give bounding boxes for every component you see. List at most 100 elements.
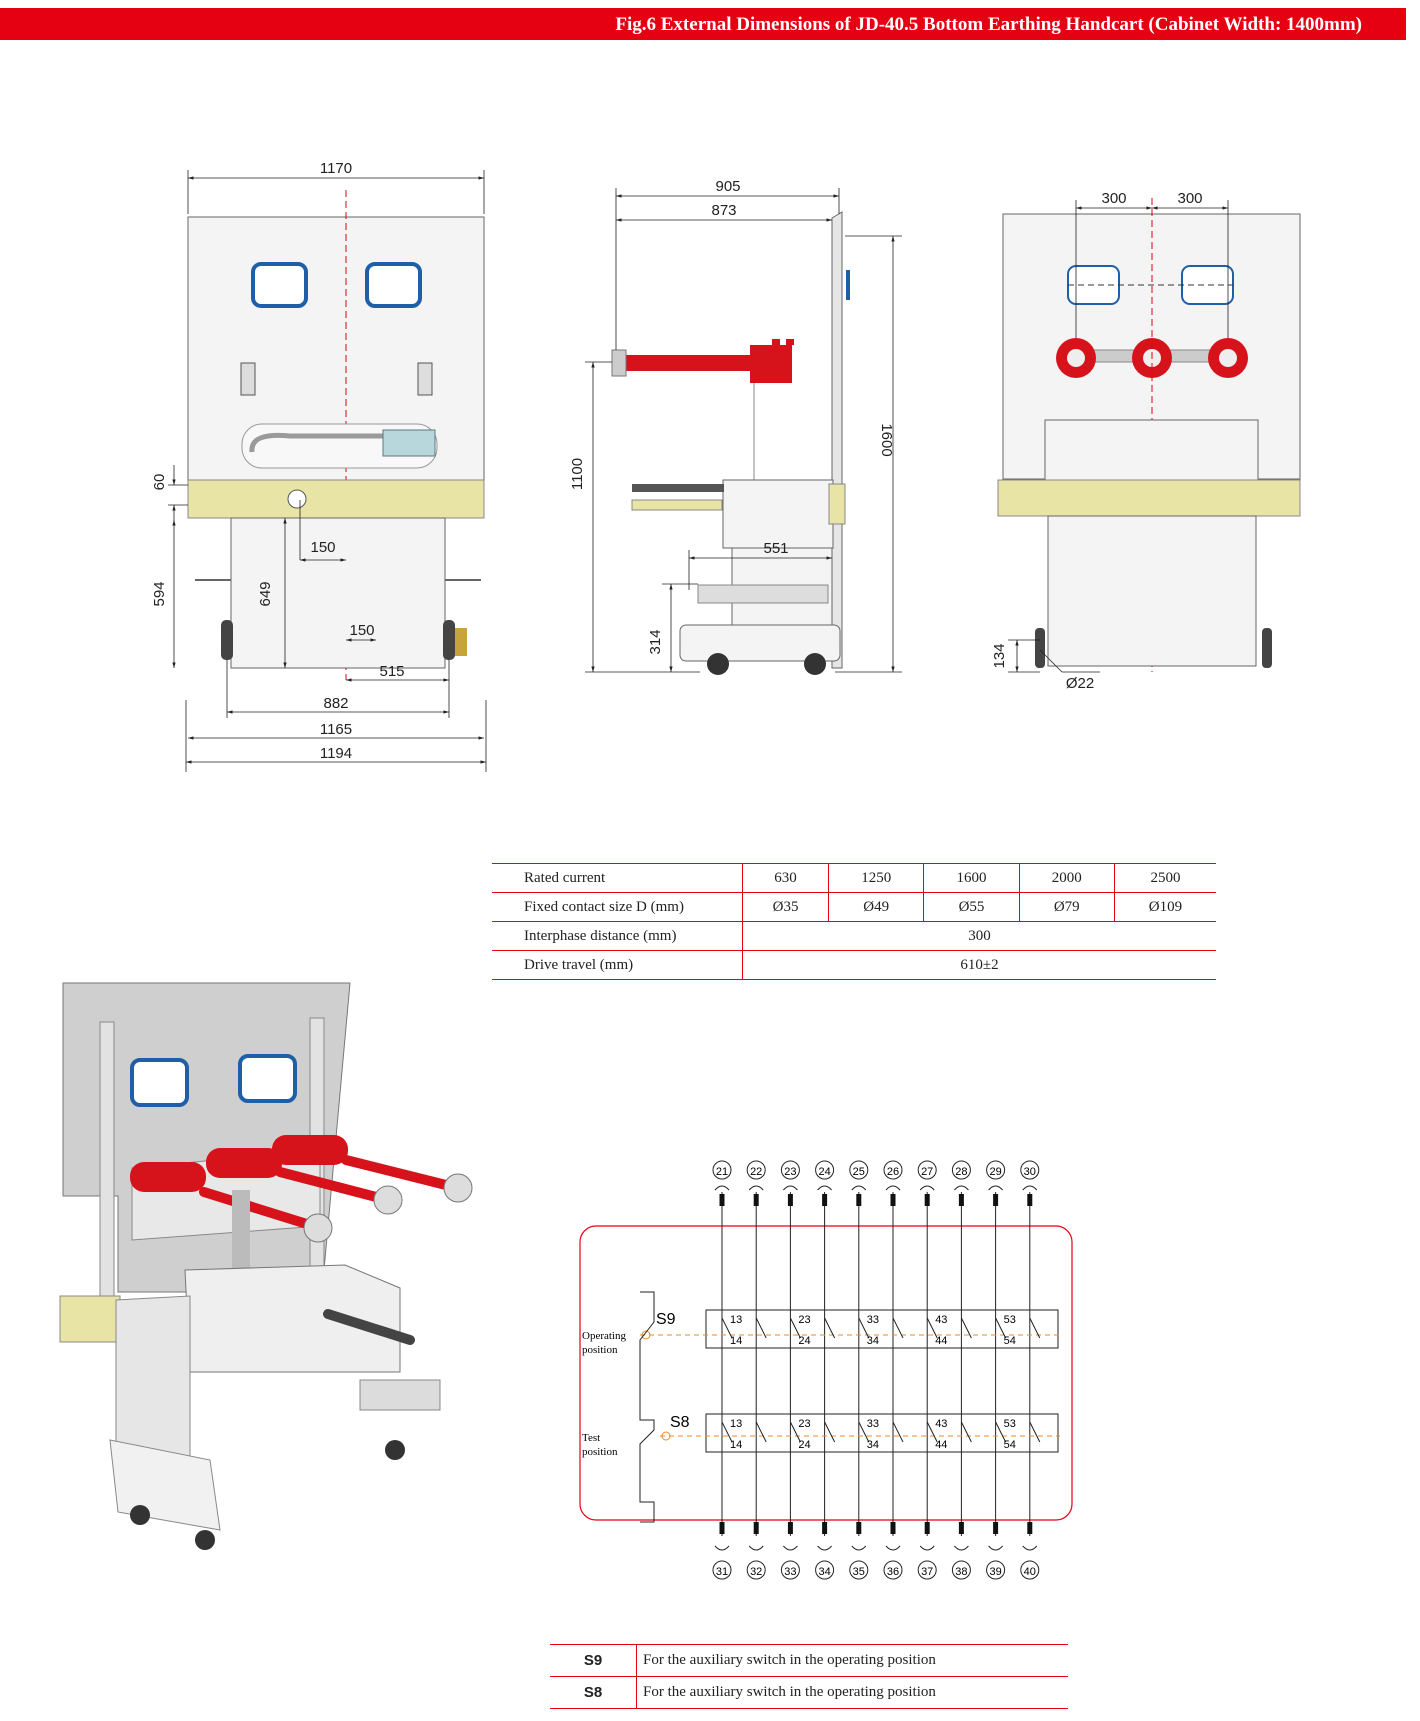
s8-pin-upper: 33 <box>867 1418 879 1430</box>
bottom-terminal <box>849 1560 869 1580</box>
s8-pin-upper: 53 <box>1004 1418 1016 1430</box>
s8-contact <box>995 1421 1007 1443</box>
spec-cell: Ø79 <box>1018 892 1115 922</box>
legend-row-s9: S9 For the auxiliary switch in the opera… <box>550 1644 1068 1677</box>
s8-contact <box>858 1421 870 1443</box>
spec-label: Fixed contact size D (mm) <box>492 892 743 922</box>
handle-left <box>240 362 256 396</box>
s9-pin-lower: 34 <box>867 1335 879 1347</box>
spec-cell: 1600 <box>923 863 1020 893</box>
s9-label: S9 <box>656 1311 676 1328</box>
s9-contact <box>926 1317 938 1339</box>
iso-window-right <box>238 1054 297 1103</box>
rear-view: 300 300 134 Ø22 <box>991 190 1301 692</box>
terminal-plug <box>924 1522 930 1534</box>
s8-pin-lower: 14 <box>730 1439 742 1451</box>
lower-frame <box>230 517 446 669</box>
top-terminal <box>917 1160 937 1180</box>
bottom-terminal <box>712 1560 732 1580</box>
dim-1100: 1100 <box>569 458 586 490</box>
s9-pin-upper: 33 <box>867 1314 879 1326</box>
bottom-terminal-label: 37 <box>921 1566 933 1578</box>
terminal-plug <box>787 1522 793 1534</box>
s9-pin-lower: 24 <box>798 1335 810 1347</box>
dim-300-right: 300 <box>1177 190 1202 207</box>
side-rail <box>631 499 723 511</box>
side-window-edge <box>846 270 850 300</box>
terminal-plug <box>856 1522 862 1534</box>
iso-tulip-b <box>373 1185 403 1215</box>
s9-pin-lower: 44 <box>935 1335 947 1347</box>
s8-pin-upper: 43 <box>935 1418 947 1430</box>
terminal-plug <box>856 1194 862 1206</box>
side-rail-lower <box>697 584 829 604</box>
top-terminal <box>712 1160 732 1180</box>
iso-arm-b <box>275 1167 385 1203</box>
dim-rail-height: 60 <box>151 474 168 491</box>
top-terminal-label: 27 <box>921 1166 933 1178</box>
s8-block <box>705 1413 1059 1453</box>
dim-1165: 1165 <box>320 721 352 738</box>
specs-row-drive-travel: Drive travel (mm) 610±2 <box>492 950 1216 980</box>
s9-contact <box>755 1317 767 1339</box>
rear-mechanism <box>1044 419 1259 481</box>
s8-contact <box>926 1421 938 1443</box>
dim-134: 134 <box>991 643 1008 668</box>
top-terminal <box>815 1160 835 1180</box>
s8-contact <box>1029 1421 1041 1443</box>
legend-row-s8: S8 For the auxiliary switch in the opera… <box>550 1676 1068 1709</box>
side-spring <box>632 484 724 492</box>
s9-contact <box>892 1317 904 1339</box>
dim-873: 873 <box>711 202 736 219</box>
bottom-terminal-label: 34 <box>818 1566 830 1578</box>
iso-insulator-b <box>206 1148 282 1178</box>
bottom-terminal <box>951 1560 971 1580</box>
spec-cell: Ø55 <box>923 892 1020 922</box>
bottom-terminal-label: 31 <box>716 1566 728 1578</box>
terminal-plug <box>822 1194 828 1206</box>
side-lock <box>828 483 846 525</box>
terminal-plug <box>787 1194 793 1206</box>
rear-wheel-left <box>1035 628 1045 668</box>
s8-label: S8 <box>670 1414 690 1431</box>
dim-882: 882 <box>323 695 348 712</box>
top-terminal <box>951 1160 971 1180</box>
dim-wheel-diameter: Ø22 <box>1066 675 1094 692</box>
s9-contact <box>995 1317 1007 1339</box>
top-terminal-label: 25 <box>853 1166 865 1178</box>
s9-contact <box>960 1317 972 1339</box>
terminal-plug <box>719 1194 725 1206</box>
spec-cell: 2000 <box>1018 863 1115 893</box>
test-position-label-2: position <box>582 1446 618 1458</box>
dim-905: 905 <box>715 178 740 195</box>
top-terminal-label: 30 <box>1024 1166 1036 1178</box>
rear-rail <box>997 479 1301 517</box>
legend-code: S9 <box>550 1644 637 1677</box>
bottom-terminal-label: 38 <box>955 1566 967 1578</box>
terminal-rail <box>187 479 485 519</box>
iso-tulip-a <box>303 1213 333 1243</box>
side-wheel-front <box>707 653 729 675</box>
top-terminal-label: 28 <box>955 1166 967 1178</box>
iso-window-left <box>130 1058 189 1107</box>
top-terminal <box>780 1160 800 1180</box>
iso-wheel-a <box>130 1505 150 1525</box>
side-mechanism <box>722 479 834 549</box>
spec-cell: Ø109 <box>1113 892 1216 922</box>
s8-pin-upper: 23 <box>798 1418 810 1430</box>
s9-pin-upper: 53 <box>1004 1314 1016 1326</box>
s8-pin-lower: 34 <box>867 1439 879 1451</box>
front-wheel-right <box>443 620 455 660</box>
iso-arm-c <box>341 1155 455 1191</box>
top-terminal-label: 24 <box>818 1166 830 1178</box>
bottom-terminal-label: 33 <box>784 1566 796 1578</box>
terminal-plug <box>719 1522 725 1534</box>
iso-tulip-c <box>443 1173 473 1203</box>
rail-bolt <box>287 489 307 509</box>
dim-594: 594 <box>151 581 168 606</box>
dim-649: 649 <box>257 581 274 606</box>
iso-wheel-b <box>195 1530 215 1550</box>
bottom-terminal <box>986 1560 1006 1580</box>
dim-515: 515 <box>379 663 404 680</box>
